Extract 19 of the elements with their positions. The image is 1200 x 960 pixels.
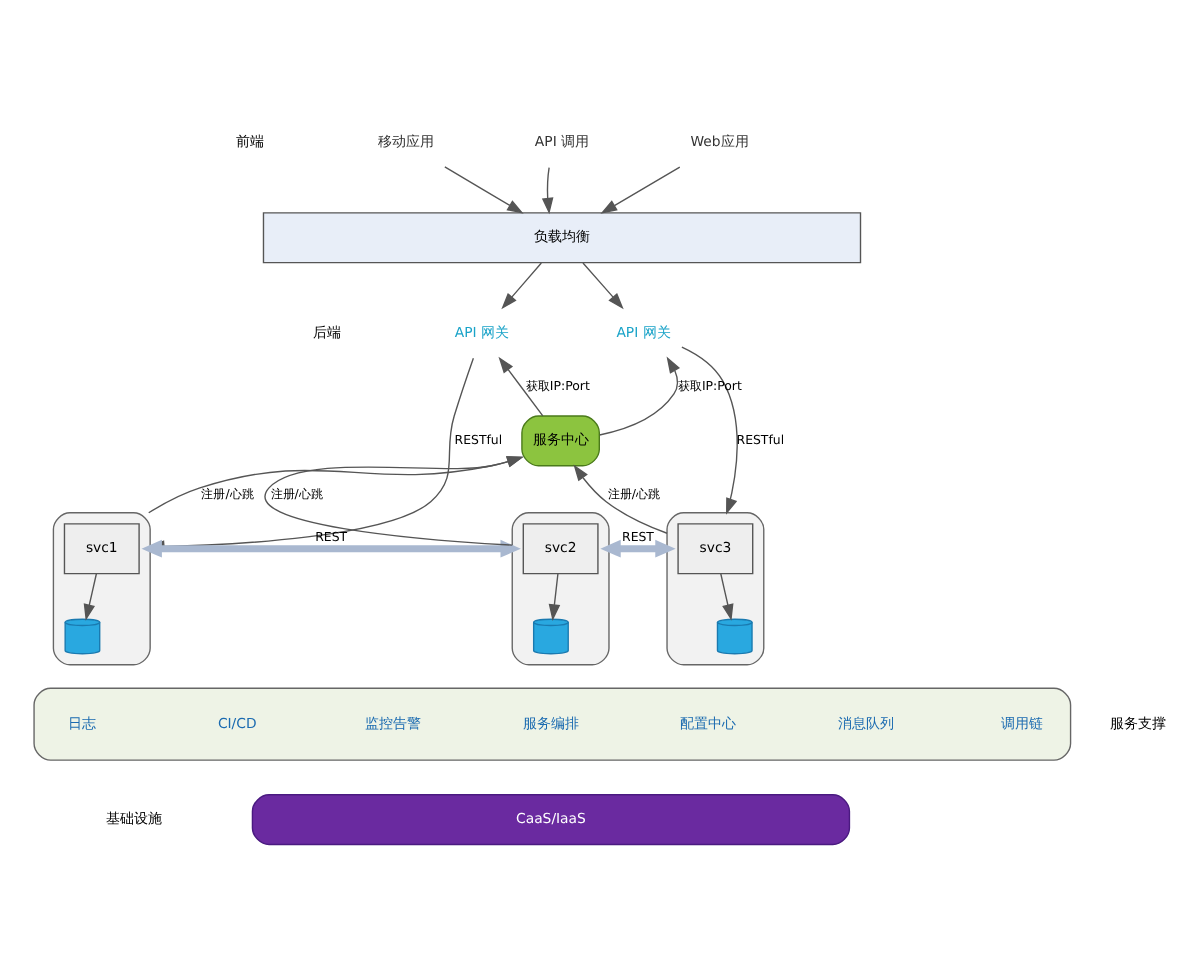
arrow: [498, 355, 544, 416]
cluster: [52, 511, 151, 665]
arrow: [148, 455, 524, 513]
arrow: [501, 261, 543, 309]
arrow: [83, 572, 98, 620]
arrow: [548, 572, 561, 620]
cluster: [33, 686, 1072, 760]
arrow: [681, 345, 738, 514]
arrow: [444, 165, 524, 213]
arrow: [720, 572, 734, 620]
arrow: [573, 463, 668, 533]
arrow: [582, 261, 624, 309]
arrow: [600, 165, 681, 213]
cluster: [511, 511, 610, 665]
cluster: [666, 511, 765, 665]
arrow: [264, 455, 524, 545]
arrow: [600, 538, 676, 557]
arrow: [598, 355, 680, 435]
arrow: [541, 165, 554, 214]
